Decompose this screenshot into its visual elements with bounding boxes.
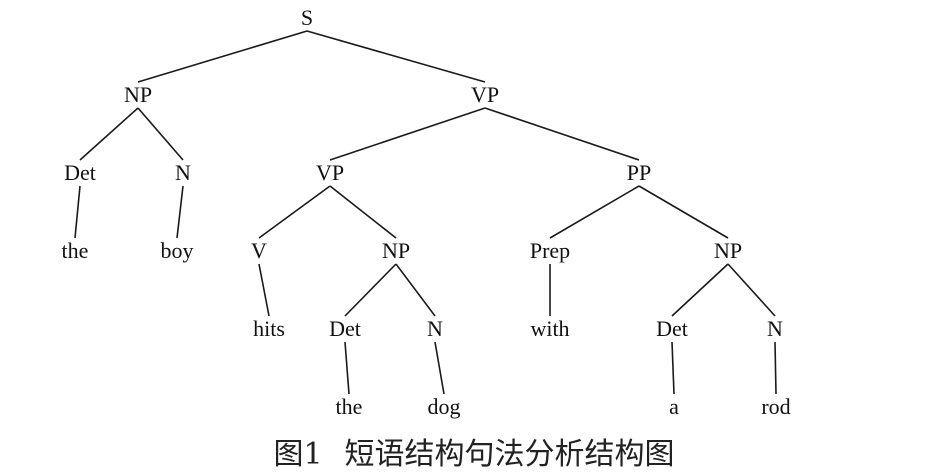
tree-node-rod: rod — [761, 394, 791, 419]
tree-node-S: S — [300, 5, 314, 30]
tree-node-VP1: VP — [470, 82, 500, 107]
tree-edge-NP3-N3 — [727, 263, 776, 317]
tree-edge-Det2-the2 — [344, 341, 350, 395]
tree-edge-NP2-Det2 — [344, 263, 397, 317]
tree-node-the2: the — [335, 394, 363, 419]
tree-node-NP3: NP — [713, 238, 743, 263]
figure-caption: 图1 短语结构句法分析结构图 — [0, 440, 948, 470]
tree-edge-N2-dog — [434, 341, 445, 395]
tree-edge-PP-NP3 — [638, 185, 729, 239]
tree-edge-VP2-V — [258, 185, 331, 239]
tree-node-VP2: VP — [315, 160, 345, 185]
tree-edge-S-VP1 — [306, 30, 486, 83]
tree-node-Det1: Det — [64, 160, 96, 185]
tree-node-dog: dog — [427, 394, 461, 419]
tree-edge-N1-boy — [176, 185, 184, 239]
tree-edge-NP2-N2 — [395, 263, 436, 317]
tree-edge-NP1-N1 — [137, 107, 184, 161]
tree-node-NP1: NP — [123, 82, 153, 107]
tree-node-N2: N — [427, 316, 443, 341]
tree-node-Det2: Det — [329, 316, 361, 341]
tree-node-with: with — [530, 316, 570, 341]
figure-number: 图1 — [273, 437, 323, 472]
figure-title: 短语结构句法分析结构图 — [344, 437, 675, 472]
tree-node-N1: N — [175, 160, 191, 185]
tree-node-N3: N — [767, 316, 783, 341]
tree-node-V: V — [251, 238, 267, 263]
tree-edge-V-hits — [258, 263, 270, 317]
tree-edge-PP-Prep — [549, 185, 640, 239]
tree-edge-VP2-NP2 — [329, 185, 397, 239]
tree-edge-S-NP1 — [137, 30, 308, 83]
tree-edge-Det3-a — [671, 341, 675, 395]
tree-edge-VP1-PP — [484, 107, 640, 161]
tree-node-Det3: Det — [656, 316, 688, 341]
tree-node-Prep: Prep — [529, 238, 571, 263]
tree-node-hits: hits — [253, 316, 285, 341]
tree-edge-N3-rod — [774, 341, 777, 395]
tree-edge-NP1-Det1 — [79, 107, 139, 161]
tree-node-boy: boy — [160, 238, 194, 263]
tree-node-the1: the — [61, 238, 89, 263]
tree-edge-NP3-Det3 — [671, 263, 729, 317]
tree-node-a: a — [669, 394, 679, 419]
tree-edge-VP1-VP2 — [329, 107, 486, 161]
tree-node-NP2: NP — [381, 238, 411, 263]
tree-edge-Det1-the1 — [74, 185, 81, 239]
tree-node-PP: PP — [626, 160, 652, 185]
